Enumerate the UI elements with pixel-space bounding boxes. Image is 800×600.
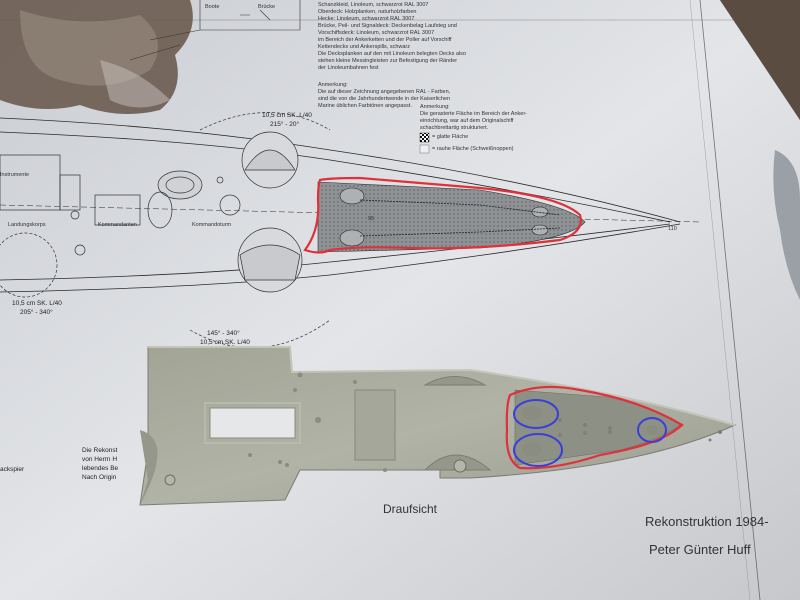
- gun-label-lower-2: 10,5 cm SK. L/40: [200, 339, 250, 346]
- gun-label-fwd-2: 215° - 20°: [270, 121, 300, 128]
- note-line: der Linoleumbahnen fest: [318, 65, 379, 71]
- gun-label-fwd-1: 10,5 cm SK. L/40: [262, 112, 312, 119]
- note-line: Hecke: Linoleum, schwarzrot RAL 3007: [318, 16, 415, 22]
- label-landungskorps: Landungskorps: [8, 222, 46, 228]
- anmerkung-title: Anmerkung:: [318, 82, 348, 88]
- author-label: Peter Günter Huff: [649, 542, 751, 557]
- label-ackspier: ackspier: [0, 466, 25, 473]
- reconstruction-label: Rekonstruktion 1984-: [645, 514, 769, 529]
- view-title: Draufsicht: [383, 502, 438, 516]
- legend-rough: = rauhe Fläche (Schweißnoppen): [432, 146, 514, 152]
- note-line: im Bereich der Ankerketten und der Polle…: [318, 37, 452, 43]
- gun-label-left-1: 10,5 cm SK. L/40: [12, 300, 62, 307]
- left-note-line: lebendes Be: [82, 465, 119, 472]
- anmerkung2-block: Anmerkung: Die gerasterte Fläche im Bere…: [420, 104, 527, 132]
- label-boats: Boote: [205, 4, 220, 10]
- gun-label-lower-1: 145° - 340°: [207, 330, 240, 337]
- hull-plan-upper: [0, 117, 701, 293]
- gun-positions: [0, 112, 331, 349]
- label-kommandoturm: Kommandoturm: [192, 222, 232, 228]
- left-note-block: Die Rekonst von Herrn H lebendes Be Nach…: [82, 446, 118, 482]
- forecastle-deck-drawing: [317, 181, 586, 253]
- blue-outline-3: [637, 417, 667, 443]
- red-outline-upper: [303, 176, 582, 254]
- note-line: Schanzkleid, Linoleum, schwarzrot RAL 30…: [318, 2, 429, 8]
- legend-dots: [419, 144, 430, 154]
- note-line: Die Decksplanken auf den mit Linoleum be…: [318, 51, 466, 57]
- anmerkung-line: Marine üblichen Farbtönen angepasst.: [318, 103, 412, 109]
- left-note-line: von Herrn H: [82, 456, 118, 463]
- frame-95: 95: [368, 216, 375, 222]
- label-kommandanten: Kommandanten: [98, 222, 137, 228]
- anmerkung2-line: schachbrettartig strukturiert.: [420, 125, 489, 131]
- anmerkung2-line: Die gerasterte Fläche im Bereich der Ank…: [420, 111, 527, 117]
- anmerkung-line: sind die von die Jahrhundertwende in der…: [318, 96, 451, 102]
- note-line: Vorschiffsdeck: Linoleum, schwarzrot RAL…: [318, 30, 435, 36]
- left-note-line: Die Rekonst: [82, 447, 118, 454]
- note-line: Brücke, Peil- und Signaldeck: Deckenbela…: [318, 23, 457, 29]
- left-note-line: Nach Origin: [82, 474, 117, 481]
- blue-outline-2: [513, 433, 563, 467]
- label-bruecke: Brücke: [258, 4, 276, 10]
- label-instrumente: Instrumente: [0, 172, 30, 178]
- anmerkung2-line: einrichtung, war auf dem Originalschiff: [420, 118, 514, 124]
- note-line: stehen kleine Messingleisten zur Befesti…: [318, 58, 458, 64]
- anmerkung-block: Anmerkung: Die auf dieser Zeichnung ange…: [318, 82, 450, 110]
- notes-block: Schanzkleid, Linoleum, schwarzrot RAL 30…: [318, 2, 466, 72]
- gun-label-left-2: 205° - 340°: [20, 309, 53, 316]
- blue-outline-1: [513, 399, 559, 429]
- anmerkung-line: Die auf dieser Zeichnung angegebenen RAL…: [318, 89, 451, 95]
- legend-smooth: = glatte Fläche: [432, 134, 469, 140]
- frame-110: 110: [668, 226, 677, 232]
- anmerkung2-title: Anmerkung:: [420, 104, 450, 110]
- red-outline-lower: [505, 385, 684, 470]
- legend-checker: [419, 132, 430, 143]
- note-line: Oberdeck: Holzplanken, naturholzfarben: [318, 9, 417, 15]
- metal-object: [773, 150, 800, 300]
- note-line: Kettendecks und Ankerspills, schwarz: [318, 44, 411, 50]
